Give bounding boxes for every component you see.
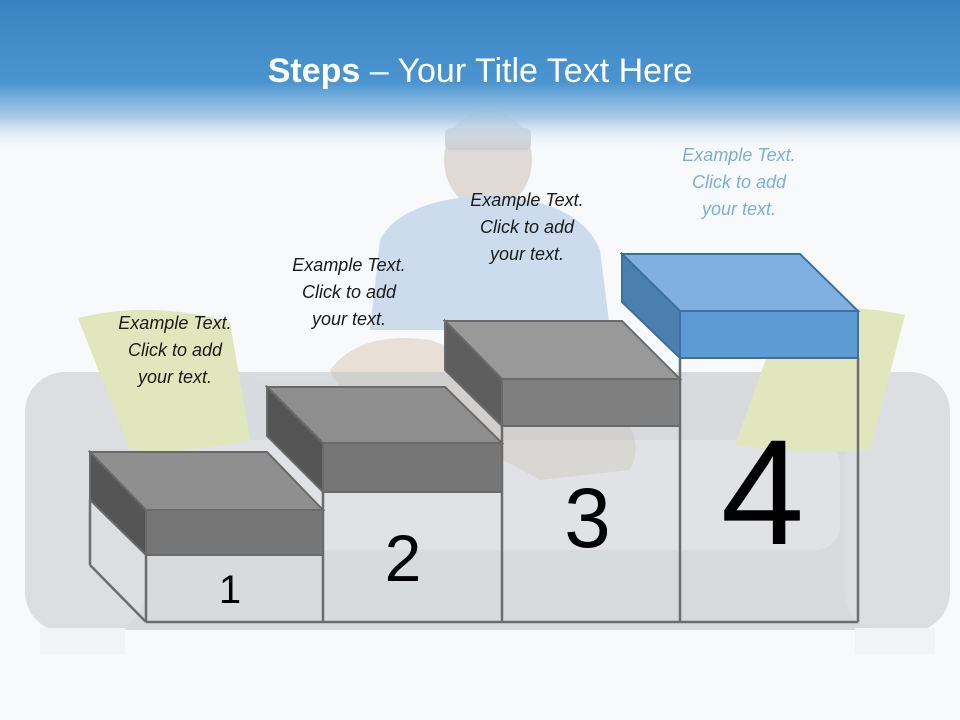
slide-title[interactable]: Steps – Your Title Text Here: [0, 52, 960, 91]
step-4-number: 4: [720, 408, 805, 576]
title-bar: [0, 0, 960, 150]
step-3-caption[interactable]: Example Text. Click to add your text.: [470, 190, 584, 264]
step-2-number: 2: [384, 521, 422, 595]
step-3-box[interactable]: [442, 318, 683, 429]
step-2-caption[interactable]: Example Text. Click to add your text.: [292, 255, 406, 329]
step-1-caption[interactable]: Example Text. Click to add your text.: [118, 313, 232, 387]
step-3-number: 3: [564, 471, 611, 565]
step-1-box[interactable]: [87, 449, 326, 558]
step-1-number: 1: [218, 568, 242, 612]
title-bold-text: Steps: [267, 52, 361, 90]
step-4-box[interactable]: [619, 251, 861, 361]
title-rest-text: – Your Title Text Here: [360, 52, 693, 90]
step-2-box[interactable]: [264, 384, 505, 495]
step-4-caption[interactable]: Example Text. Click to add your text.: [682, 145, 796, 219]
